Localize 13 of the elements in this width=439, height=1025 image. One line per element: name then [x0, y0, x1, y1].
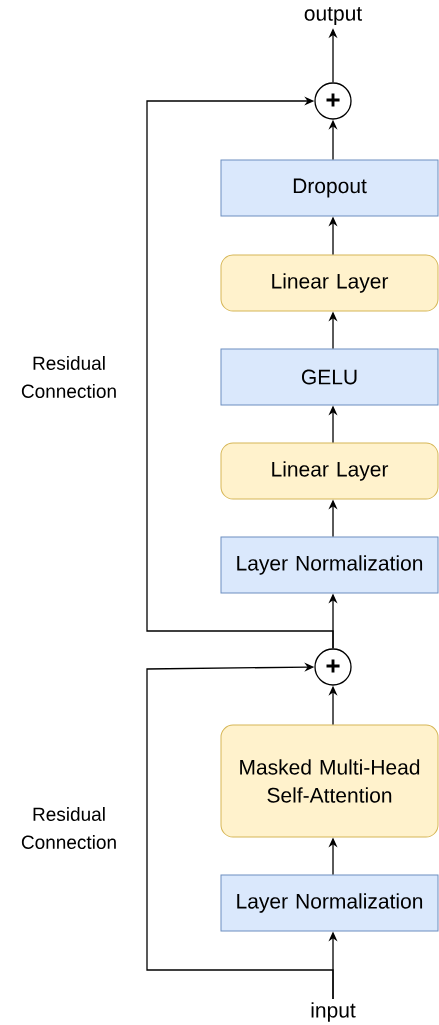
layer-box: Dropout	[220, 159, 439, 217]
side-label: Residual Connection	[21, 356, 116, 398]
io-label: input	[311, 1002, 356, 1022]
arrow	[146, 662, 334, 1000]
io-label: output	[304, 7, 363, 25]
layer-box: Linear Layer	[220, 442, 439, 500]
layer-box: Layer Normalization	[220, 536, 439, 594]
layer-box: GELU	[220, 348, 439, 406]
side-label: Residual Connection	[21, 807, 116, 849]
layer-box: Layer Normalization	[220, 874, 439, 932]
arrow	[146, 96, 334, 649]
layer-box: Linear Layer	[220, 254, 439, 312]
layer-box: Masked Multi-Head Self-Attention	[220, 724, 439, 838]
